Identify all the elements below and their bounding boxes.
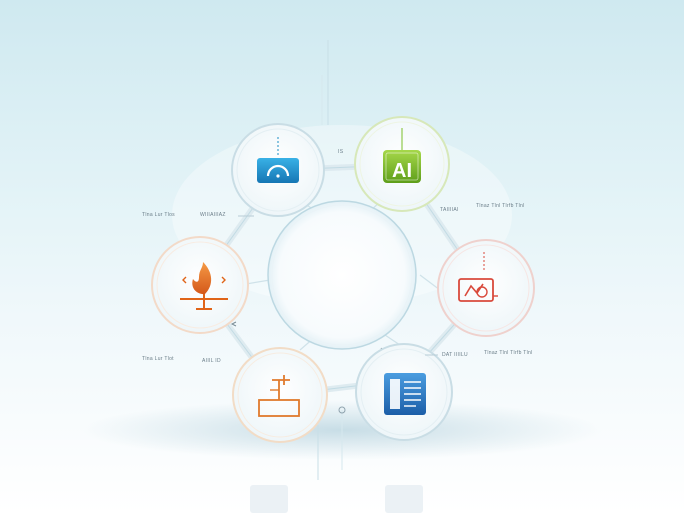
- label-node-top-mark: IS: [338, 149, 344, 155]
- node-server[interactable]: [355, 343, 453, 441]
- pedestal-right: [385, 485, 423, 513]
- dashboard-icon: [257, 158, 299, 183]
- label-top-left-b: WIIIAIIIAZ: [200, 212, 226, 218]
- server-document-icon: [384, 373, 426, 415]
- small-ring-mark: [338, 406, 346, 414]
- label-top-right-b: Tlnaz Tlnl Tlrfb Tlnl: [476, 203, 525, 209]
- monitor-chart-icon: [458, 278, 498, 302]
- node-circuit[interactable]: [232, 347, 328, 443]
- flame-hub-icon: [180, 262, 228, 310]
- circuit-board-icon: [258, 375, 300, 417]
- label-top-left-a: Tlna Lur Tlos: [142, 212, 175, 218]
- node-dashboard[interactable]: [231, 123, 325, 217]
- center-hub: [267, 200, 417, 350]
- label-bottom-right-a: DAT IIIILU: [442, 352, 468, 358]
- ai-chip-icon: AI: [383, 150, 421, 183]
- pedestal-left: [250, 485, 288, 513]
- label-bottom-right-b: Tlnaz Tlnl Tlrfb Tlnl: [484, 350, 533, 356]
- node-monitor[interactable]: [437, 239, 535, 337]
- label-bottom-left-a: Tlna Lur Tlot: [142, 356, 174, 362]
- ai-label: AI: [392, 160, 412, 182]
- label-bottom-left-b: AIIIL ID: [202, 358, 221, 364]
- center-hub-inner: [271, 204, 413, 346]
- label-top-right-a: TAIIIIAI: [440, 207, 459, 213]
- node-flame[interactable]: [151, 236, 249, 334]
- node-ai[interactable]: AI: [354, 116, 450, 212]
